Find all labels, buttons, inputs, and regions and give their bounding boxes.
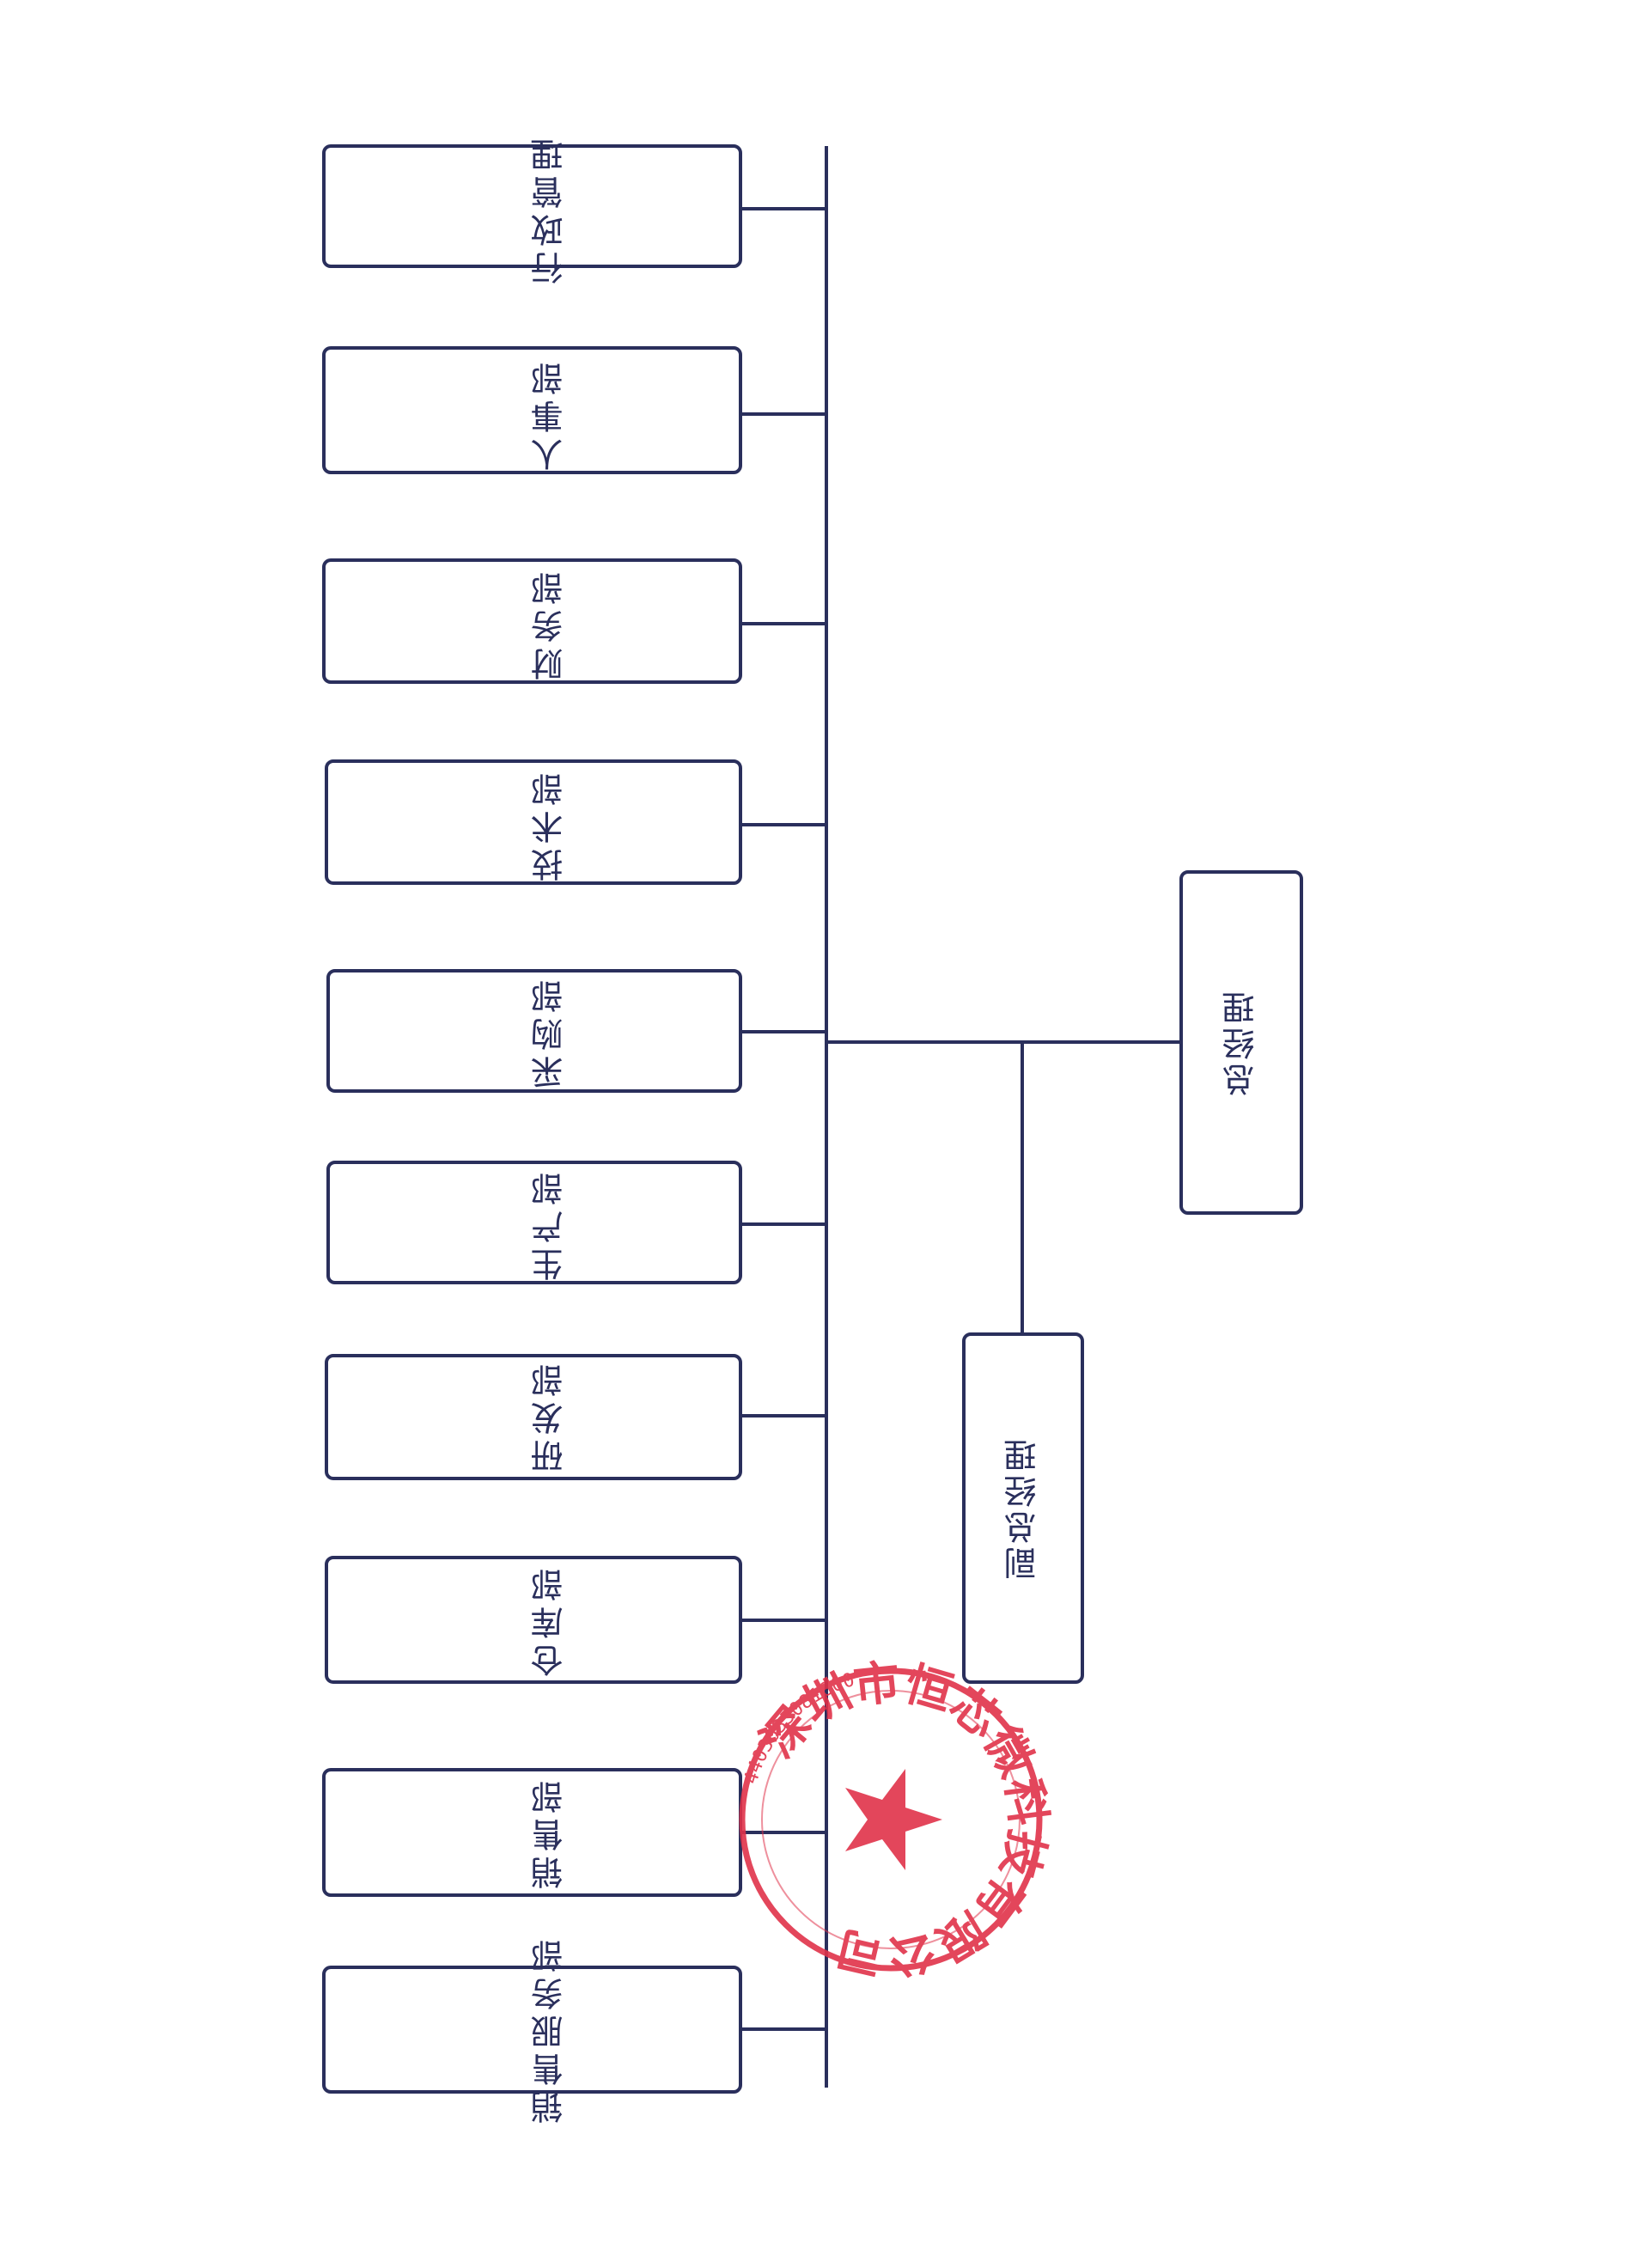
dept-label-hr: 人事部: [531, 357, 569, 471]
seal-inner-ring: [761, 1690, 1021, 1949]
dept-label-admin: 行政管理: [531, 133, 569, 284]
dept-label-warehouse: 仓库部: [531, 1564, 569, 1677]
dept-box-purchasing: [326, 969, 742, 1093]
general-manager-label: 总经理: [1222, 988, 1260, 1096]
dept-box-hr: [322, 346, 742, 474]
dept-box-warehouse: [325, 1556, 742, 1684]
seal-outer-ring: [739, 1667, 1043, 1972]
dept-label-purchasing: 采购部: [531, 975, 569, 1088]
dept-label-finance: 财务部: [531, 567, 569, 680]
deputy-general-manager-box: [962, 1332, 1084, 1684]
dept-box-rnd: [325, 1354, 742, 1480]
dept-box-production: [326, 1161, 742, 1284]
dept-box-sales-service: [322, 1966, 742, 2094]
general-manager-box: [1179, 870, 1303, 1215]
dept-label-rnd: 研发部: [531, 1359, 569, 1472]
dept-box-finance: [322, 558, 742, 684]
dept-label-tech: 技术部: [531, 768, 569, 881]
dept-label-sales-service: 销售服务部: [531, 1935, 569, 2124]
seal-star-icon: [845, 1769, 942, 1870]
dept-box-tech: [325, 759, 742, 885]
deputy-general-manager-label: 副总经理: [1004, 1436, 1042, 1580]
dept-label-production: 生产部: [531, 1168, 569, 1281]
dept-box-admin: [322, 144, 742, 268]
company-seal-stamp: 深圳市恒芯微科技有限公司 4403035081800: [739, 1655, 1056, 1984]
dept-label-sales: 销售部: [531, 1776, 569, 1889]
